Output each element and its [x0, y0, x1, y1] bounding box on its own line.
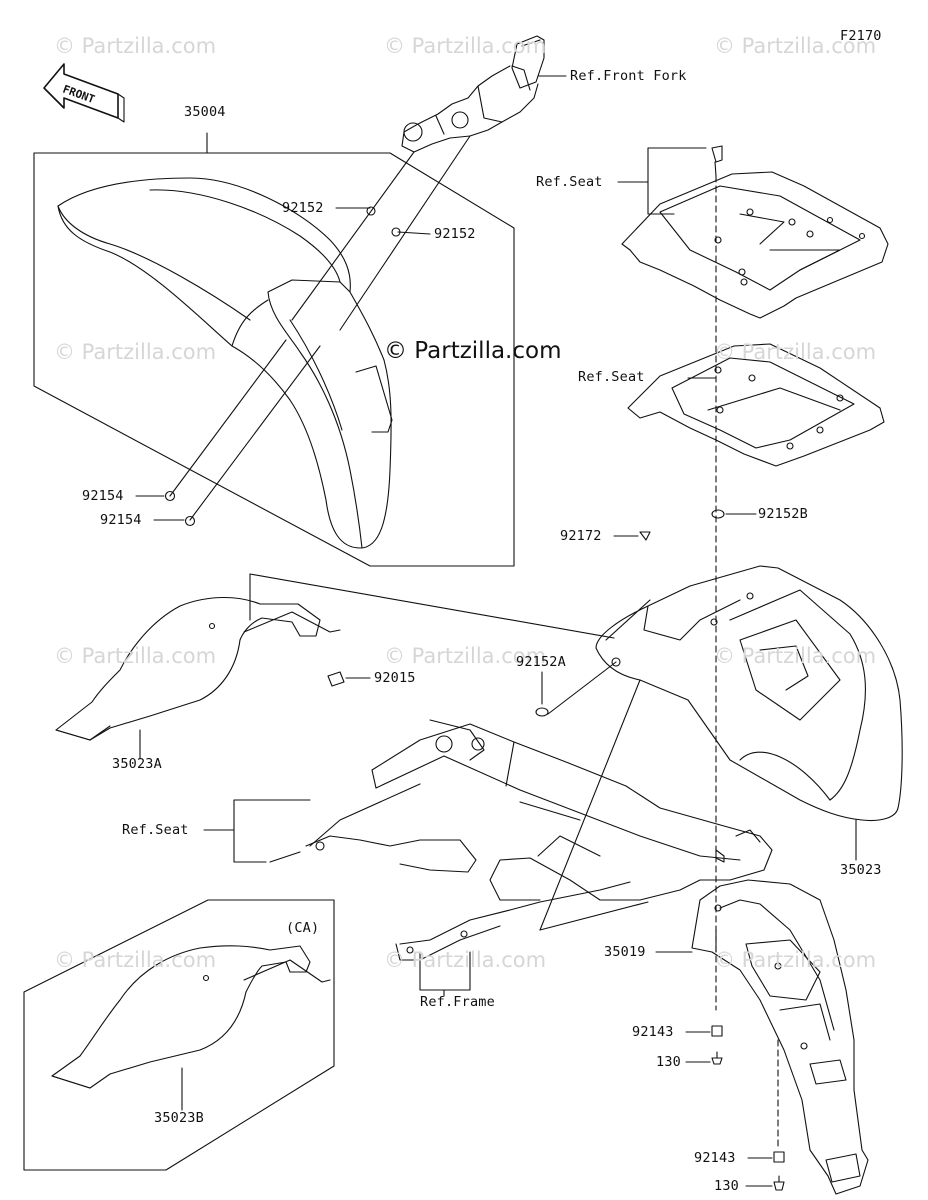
callout-92152[interactable]: 92152	[282, 200, 324, 216]
bolt-92172-icon	[639, 531, 651, 541]
seat-plate-lower-drawing	[627, 343, 885, 467]
fastener-line-1	[291, 151, 415, 321]
callout-130[interactable]: 130	[656, 1054, 681, 1070]
callout-92152b[interactable]: 92152B	[758, 506, 808, 522]
watermark: © Partzilla.com	[54, 34, 217, 58]
watermark: © Partzilla.com	[714, 34, 877, 58]
bolt-92154-a-icon	[164, 490, 176, 502]
washer-92152a-icon	[535, 707, 549, 717]
watermark: © Partzilla.com	[714, 340, 877, 364]
callout-92154[interactable]: 92154	[100, 512, 142, 528]
bolt-92154-b-icon	[184, 515, 196, 527]
front-fender-group-box	[33, 152, 515, 567]
callout-92143[interactable]: 92143	[632, 1024, 674, 1040]
callout-92154[interactable]: 92154	[82, 488, 124, 504]
nut-92143-a-icon	[711, 1025, 723, 1037]
callout-ref-frame[interactable]: Ref.Frame	[420, 994, 495, 1010]
figure-code: F2170	[840, 28, 882, 44]
mudguard-35023a-box	[249, 573, 615, 639]
callout-92152[interactable]: 92152	[434, 226, 476, 242]
clip-92015-icon	[327, 671, 345, 687]
washer-92152-a-icon	[366, 206, 376, 216]
bolt-ref-seat-icon	[711, 145, 723, 177]
ref-seat-bracket-1	[617, 147, 707, 215]
watermark: © Partzilla.com	[384, 644, 547, 668]
callout-35023a[interactable]: 35023A	[112, 756, 162, 772]
callout-92172[interactable]: 92172	[560, 528, 602, 544]
frame-line-diagonal-1	[539, 679, 641, 931]
callout-ref-seat[interactable]: Ref.Seat	[122, 822, 189, 838]
callout-ref-seat[interactable]: Ref.Seat	[536, 174, 603, 190]
frame-line-diagonal-2	[539, 901, 649, 931]
front-fender-drawing	[57, 177, 393, 549]
ref-seat-bracket-3	[203, 799, 311, 863]
watermark: © Partzilla.com	[714, 948, 877, 972]
washer-92152b-icon	[711, 509, 725, 519]
seat-plate-upper-drawing	[621, 171, 889, 319]
callout-35023[interactable]: 35023	[840, 862, 882, 878]
watermark: © Partzilla.com	[384, 34, 547, 58]
callout-35023b[interactable]: 35023B	[154, 1110, 204, 1126]
copyright-notice: © Partzilla.com	[384, 338, 562, 364]
front-arrow-icon: FRONT	[43, 63, 125, 123]
callout-92143[interactable]: 92143	[694, 1150, 736, 1166]
callout-130[interactable]: 130	[714, 1178, 739, 1194]
leader-ref-frame	[419, 951, 471, 997]
fastener-line-2	[339, 135, 471, 331]
rear-flap-35019-drawing	[691, 879, 869, 1195]
fastener-line-4	[189, 345, 321, 521]
watermark: © Partzilla.com	[54, 340, 217, 364]
rear-fender-drawing	[595, 565, 903, 822]
callout-35019[interactable]: 35019	[604, 944, 646, 960]
leader-92152-b	[397, 231, 431, 235]
callout-ref-seat[interactable]: Ref.Seat	[578, 369, 645, 385]
mudguard-35023b-drawing	[51, 945, 331, 1089]
fastener-line-3	[169, 339, 287, 497]
steering-stem-drawing	[401, 35, 567, 153]
callout-35004[interactable]: 35004	[184, 104, 226, 120]
watermark: © Partzilla.com	[54, 644, 217, 668]
nut-92143-b-icon	[773, 1151, 785, 1163]
callout-92015[interactable]: 92015	[374, 670, 416, 686]
bolt-130-a-icon	[711, 1051, 723, 1065]
frame-drawing	[269, 719, 773, 961]
callout-ca: (CA)	[286, 920, 320, 936]
callout-ref-front-fork[interactable]: Ref.Front Fork	[570, 68, 687, 84]
mudguard-35023b-box	[23, 899, 335, 1171]
watermark: © Partzilla.com	[384, 948, 547, 972]
watermark: © Partzilla.com	[54, 948, 217, 972]
watermark: © Partzilla.com	[714, 644, 877, 668]
mudguard-35023a-drawing	[55, 596, 341, 741]
fastener-line-92152a	[547, 661, 617, 715]
callout-92152a[interactable]: 92152A	[516, 654, 566, 670]
bolt-130-b-icon	[773, 1175, 785, 1191]
washer-92152-b-icon	[391, 227, 401, 237]
